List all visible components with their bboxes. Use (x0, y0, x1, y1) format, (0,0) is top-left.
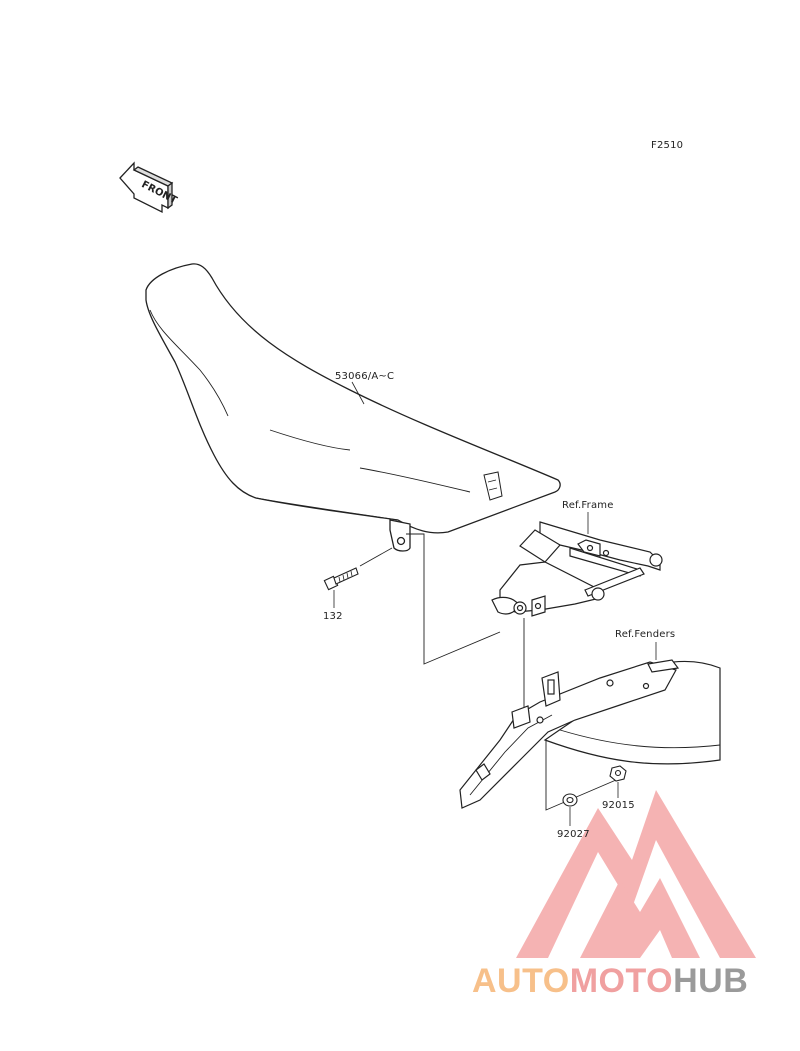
nut-92015-part (609, 765, 627, 798)
nut-leader (545, 740, 617, 811)
nut-92027-part (562, 793, 578, 826)
watermark-logo-icon (516, 790, 756, 958)
watermark-text-auto: AUTO (472, 962, 570, 1000)
nut-92015-part-number: 92015 (602, 800, 635, 811)
watermark-text-hub: HUB (673, 962, 749, 1000)
seat-part-number: 53066/A~C (335, 371, 395, 382)
bolt-part-number: 132 (323, 611, 343, 622)
watermark-text-moto: MOTO (569, 962, 674, 1000)
fenders-reference: Ref.Fenders (615, 629, 676, 640)
front-arrow-icon (119, 161, 174, 214)
figure-code: F2510 (651, 140, 684, 151)
seat-part (145, 263, 561, 552)
watermark-text: AUTOMOTOHUB (472, 962, 748, 1001)
seat-mount-leader (406, 533, 501, 665)
fender-part (459, 659, 721, 809)
frame-part (491, 521, 663, 617)
frame-reference: Ref.Frame (562, 500, 614, 511)
bolt-part (323, 547, 393, 608)
nut-92027-part-number: 92027 (557, 829, 590, 840)
